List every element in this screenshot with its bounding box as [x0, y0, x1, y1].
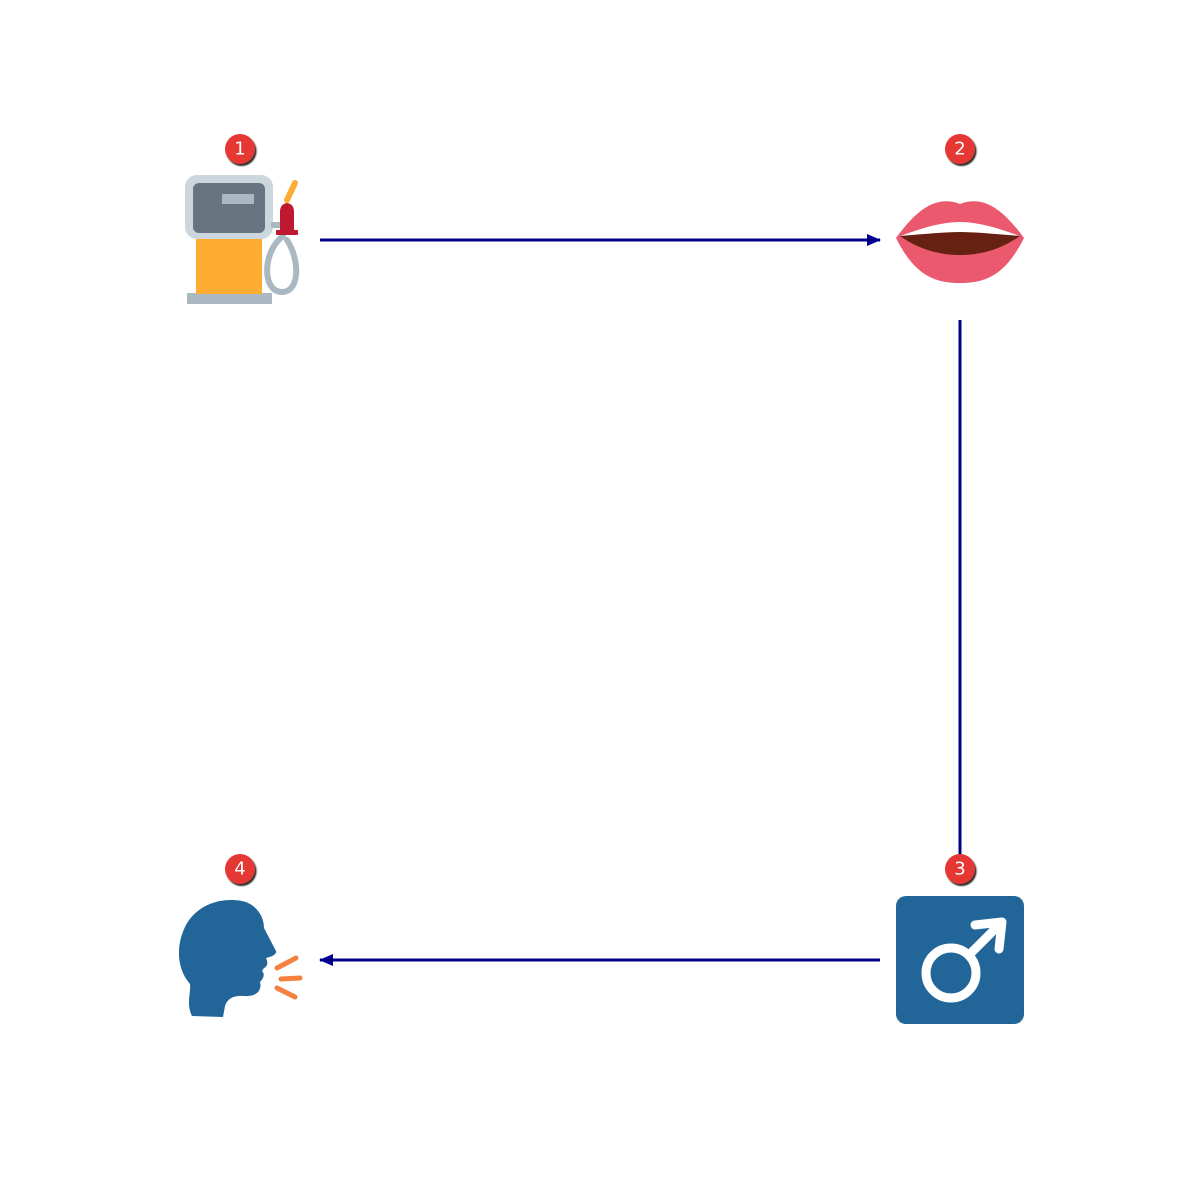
fuel-pump-icon	[185, 175, 300, 304]
step-badge-1: 1	[225, 134, 255, 164]
node-2: 2	[896, 134, 1024, 283]
node-4: 4	[178, 854, 303, 1017]
step-badge-4: 4	[225, 854, 255, 884]
step-badge-2-label: 2	[954, 139, 965, 160]
node-3: 3	[896, 854, 1024, 1024]
step-badge-3-label: 3	[954, 859, 965, 880]
speaking-head-icon	[178, 900, 303, 1017]
step-badge-3: 3	[945, 854, 975, 884]
step-badge-2: 2	[945, 134, 975, 164]
male-sign-icon	[896, 896, 1024, 1024]
step-badge-1-label: 1	[234, 139, 245, 160]
mouth-icon	[896, 201, 1024, 283]
step-badge-4-label: 4	[234, 859, 245, 880]
node-1: 1	[185, 134, 300, 304]
